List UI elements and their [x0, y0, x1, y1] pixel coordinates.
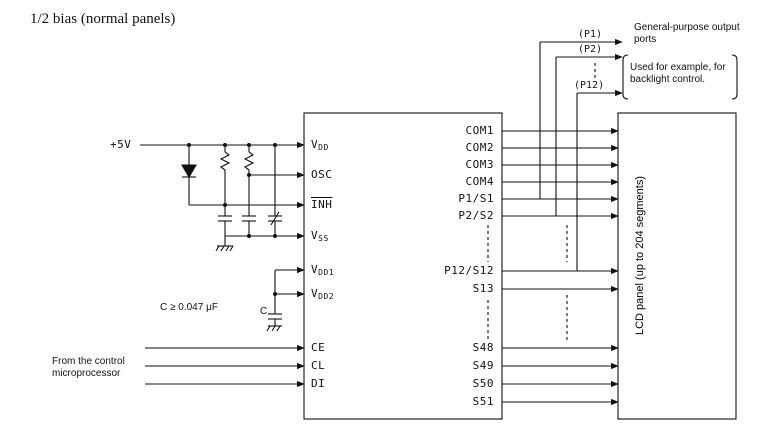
port-label-p1: (P1) [578, 29, 603, 40]
pin-s49: S49 [472, 359, 494, 372]
lcd-panel-box [617, 112, 737, 420]
continuation-dashes [487, 63, 596, 340]
control-input-lines [145, 344, 305, 388]
supply-wiring [140, 141, 305, 252]
junction-dots [187, 143, 277, 296]
pin-p12-s12: P12/S12 [444, 264, 494, 277]
pin-inh: INH [311, 198, 333, 211]
lcd-panel-label: LCD panel (up to 204 segments) [634, 176, 646, 335]
pin-s51: S51 [472, 395, 494, 408]
port-label-p2: (P2) [578, 44, 603, 55]
pin-p2-s2: P2/S2 [458, 209, 494, 222]
backlight-note: Used for example, for backlight control. [630, 62, 726, 85]
pin-vdd2: VDD2 [311, 287, 335, 301]
pin-s50: S50 [472, 377, 494, 390]
controller-note: From the control microprocessor [52, 356, 125, 379]
port-tap-lines [539, 38, 623, 271]
pin-vdd1: VDD1 [311, 263, 335, 277]
supply-label: +5V [110, 138, 132, 151]
pin-com3: COM3 [465, 158, 494, 171]
pin-ce: CE [311, 341, 326, 354]
pin-osc: OSC [311, 168, 333, 181]
capacitor-note: C ≥ 0.047 μF [160, 302, 218, 313]
pin-com4: COM4 [465, 175, 494, 188]
vdd-divider-wiring [266, 266, 305, 332]
pin-p1-s1: P1/S1 [458, 192, 494, 205]
note-bracket [622, 54, 629, 100]
capacitor-c-label: C [260, 306, 268, 317]
port-label-p12: (P12) [574, 80, 605, 91]
pin-vdd: VDD [311, 138, 329, 152]
pin-s48: S48 [472, 341, 494, 354]
pin-cl: CL [311, 359, 326, 372]
diagram-title: 1/2 bias (normal panels) [30, 11, 176, 27]
pin-di: DI [311, 377, 326, 390]
pin-com2: COM2 [465, 141, 494, 154]
pin-com1: COM1 [465, 124, 494, 137]
pin-vss: VSS [311, 229, 329, 243]
driver-ic-body [303, 112, 503, 420]
gp-ports-note: General-purpose output ports [634, 22, 740, 45]
output-lines [502, 127, 619, 406]
pin-s13: S13 [472, 282, 494, 295]
